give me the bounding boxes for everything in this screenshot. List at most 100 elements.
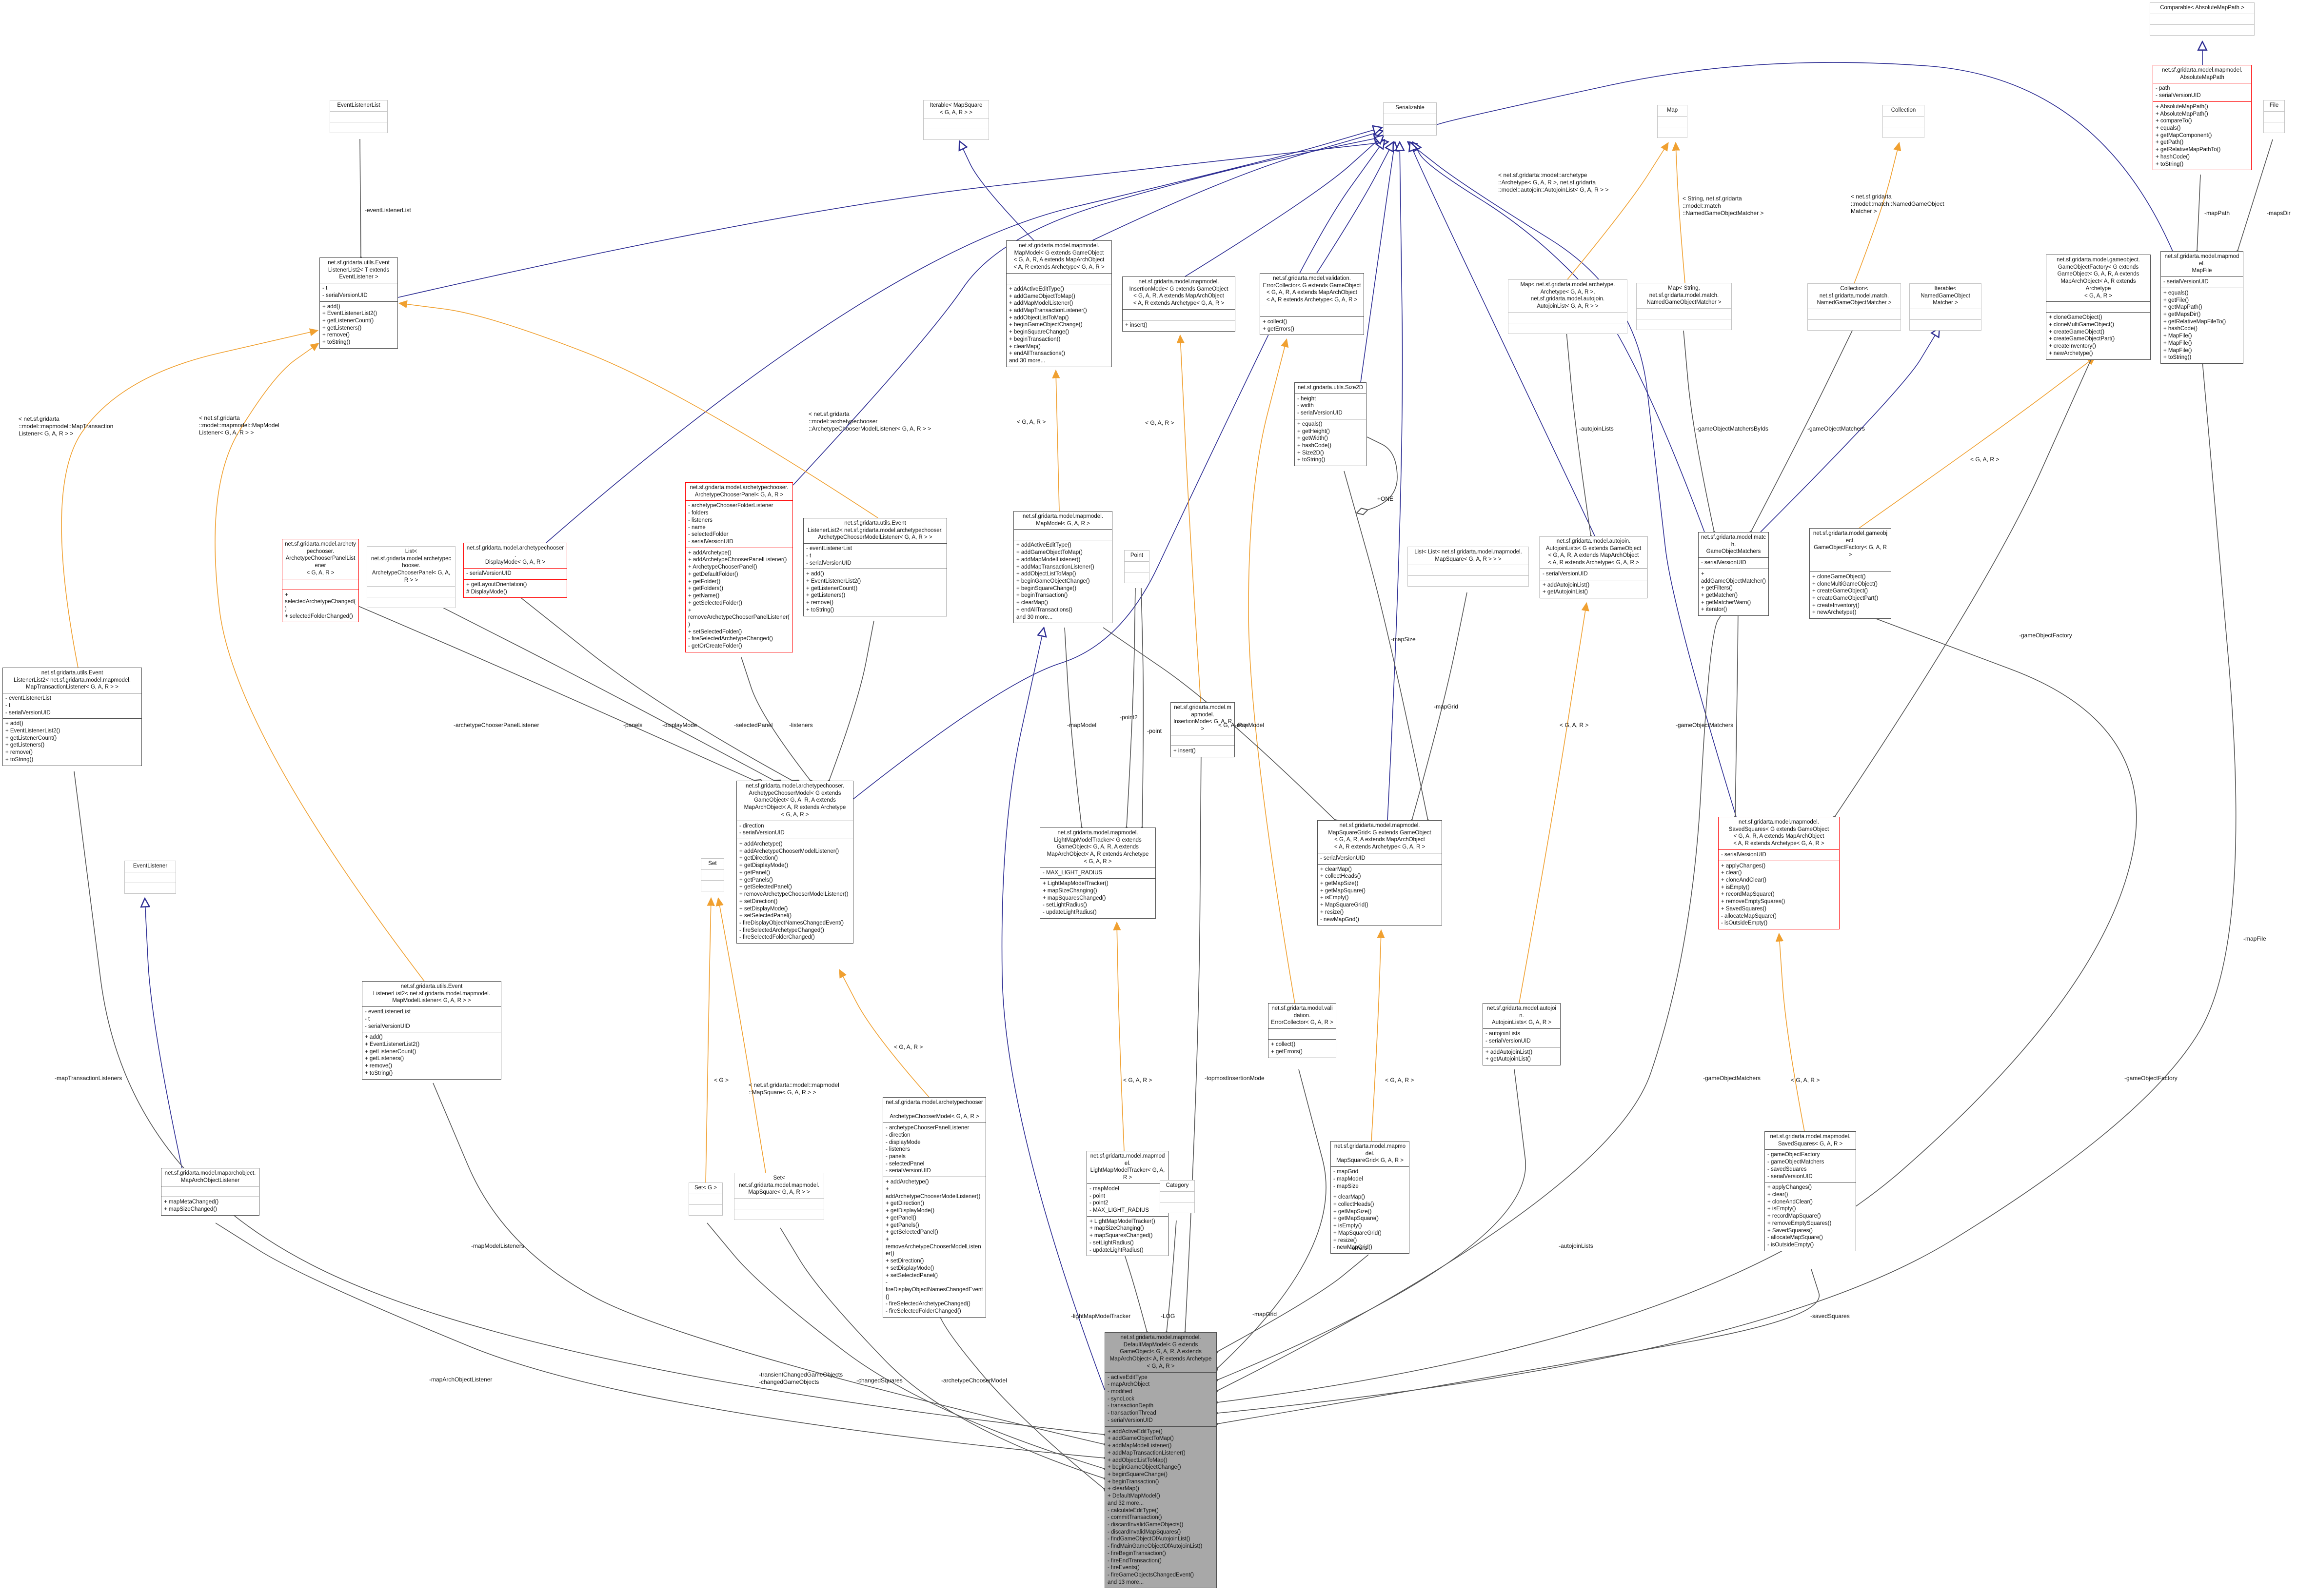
set-mapsquare-title: Set< net.sf.gridarta.model.mapmodel.MapS…	[739, 1175, 819, 1196]
map-file-class[interactable]: net.sf.gridarta.model.mapmodel.MapFile- …	[2160, 251, 2243, 364]
saved-squares-full-methods: + applyChanges()+ clear()+ cloneAndClear…	[1719, 860, 1839, 929]
set-g-class[interactable]: Set< G >	[689, 1182, 723, 1216]
edge-d13	[215, 1222, 1105, 1458]
map-model-full-class[interactable]: net.sf.gridarta.model.mapmodel.MapModel<…	[1006, 240, 1112, 367]
event-listener-class[interactable]: EventListener	[124, 861, 176, 894]
saved-squares-gar-class[interactable]: net.sf.gridarta.model.mapmodel.SavedSqua…	[1764, 1131, 1856, 1251]
set-interface-class[interactable]: Set	[701, 858, 724, 891]
map-archetype-autojoinlist-class[interactable]: Map< net.sf.gridarta.model.archetype.Arc…	[1508, 279, 1627, 334]
archetype-chooser-panel-listener-class[interactable]: net.sf.gridarta.model.archetypechooser.A…	[282, 539, 359, 623]
event-listener-methods	[125, 882, 176, 893]
set-interface-attrs	[701, 869, 724, 880]
default-map-model-title: net.sf.gridarta.model.mapmodel.DefaultMa…	[1109, 1335, 1212, 1369]
map-interface-title: Map	[1666, 107, 1678, 113]
edge-label-o14: < String, net.sf.gridarta::model::match:…	[1683, 195, 1764, 217]
edge-label-a6: -displayMode	[662, 722, 697, 729]
edge-o13	[1567, 143, 1668, 280]
event-listener-list2-t-attrs: - t- serialVersionUID	[320, 283, 397, 301]
autojoin-lists-full-class[interactable]: net.sf.gridarta.model.autojoin.AutojoinL…	[1540, 536, 1647, 599]
map-interface-class[interactable]: Map	[1657, 105, 1687, 138]
archetype-chooser-model-full-class[interactable]: net.sf.gridarta.model.archetypechooser.A…	[736, 781, 853, 944]
edge-label-o2: < net.sf.gridarta::model::mapmodel::MapM…	[199, 414, 279, 436]
category-class[interactable]: Category	[1160, 1180, 1195, 1213]
edge-label-o18: < G >	[714, 1077, 729, 1084]
list-list-mapsquare-class[interactable]: List< List< net.sf.gridarta.model.mapmod…	[1407, 547, 1529, 587]
comparable-absolutemappath-methods	[2150, 24, 2254, 35]
game-object-factory-full-title: net.sf.gridarta.model.gameobject.GameObj…	[2057, 257, 2140, 299]
autojoin-lists-gar-class[interactable]: net.sf.gridarta.model.autojoin.AutojoinL…	[1483, 1003, 1561, 1066]
archetype-chooser-model-gar-class[interactable]: net.sf.gridarta.model.archetypechooser.A…	[883, 1097, 986, 1318]
edge-a7	[741, 657, 811, 781]
game-object-factory-gar-class[interactable]: net.sf.gridarta.model.gameobject.GameObj…	[1809, 528, 1891, 619]
absolute-map-path-class[interactable]: net.sf.gridarta.model.mapmodel.AbsoluteM…	[2153, 65, 2252, 171]
map-file-title: net.sf.gridarta.model.mapmodel.MapFile	[2164, 254, 2239, 274]
edge-o19	[718, 899, 766, 1173]
point-class[interactable]: Point	[1124, 550, 1149, 583]
edge-a10b	[1141, 588, 1143, 828]
map-string-namedgameobjectmatcher-class[interactable]: Map< String, net.sf.gridarta.model.match…	[1636, 283, 1732, 331]
event-listener-list-class[interactable]: EventListenerList	[330, 100, 388, 133]
autojoin-lists-full-attrs: - serialVersionUID	[1540, 568, 1647, 580]
map-arch-object-listener-class[interactable]: net.sf.gridarta.model.maparchobject.MapA…	[161, 1168, 259, 1216]
size2d-class[interactable]: net.sf.gridarta.utils.Size2D- height- wi…	[1294, 382, 1366, 467]
list-archetype-chooser-panel-class[interactable]: List< net.sf.gridarta.model.archetypecho…	[367, 546, 455, 608]
event-listener-list2-mtl-methods: + add()+ EventListenerList2()+ getListen…	[3, 718, 141, 765]
error-collector-full-class[interactable]: net.sf.gridarta.model.validation.ErrorCo…	[1260, 273, 1364, 335]
collection-namedgameobjectmatcher-class[interactable]: Collection< net.sf.gridarta.model.match.…	[1807, 283, 1901, 331]
light-map-model-tracker-gar-class[interactable]: net.sf.gridarta.model.mapmodel.LightMapM…	[1087, 1151, 1168, 1257]
insertion-mode-gar-class[interactable]: net.sf.gridarta.model.mapmodel.Insertion…	[1170, 702, 1235, 757]
set-mapsquare-class[interactable]: Set< net.sf.gridarta.model.mapmodel.MapS…	[734, 1173, 824, 1221]
map-square-grid-gar-class[interactable]: net.sf.gridarta.model.mapmodel.MapSquare…	[1330, 1141, 1409, 1254]
edge-d4	[1185, 744, 1202, 1332]
serializable-class[interactable]: Serializable	[1383, 102, 1437, 136]
map-string-namedgameobjectmatcher-methods	[1637, 319, 1731, 330]
edge-label-d16: -archetypeChooserModel	[941, 1377, 1007, 1384]
map-square-grid-full-class[interactable]: net.sf.gridarta.model.mapmodel.MapSquare…	[1317, 820, 1442, 926]
comparable-absolutemappath-class[interactable]: Comparable< AbsoluteMapPath >	[2150, 2, 2255, 36]
iterable-mapsquare-methods	[924, 129, 989, 139]
edge-label-d9: -mapFile	[2243, 935, 2266, 942]
game-object-factory-full-class[interactable]: net.sf.gridarta.model.gameobject.GameObj…	[2046, 255, 2151, 360]
edge-label-o10: < G, A, R >	[1385, 1077, 1414, 1084]
display-mode-class[interactable]: net.sf.gridarta.model.archetypechooser.D…	[463, 543, 567, 598]
game-object-matchers-class[interactable]: net.sf.gridarta.model.match.GameObjectMa…	[1698, 532, 1769, 616]
map-interface-attrs	[1658, 116, 1687, 127]
iterable-mapsquare-title: Iterable< MapSquare< G, A, R > >	[930, 102, 983, 116]
iterable-mapsquare-class[interactable]: Iterable< MapSquare< G, A, R > >	[923, 100, 989, 140]
edge-o9	[1117, 923, 1125, 1151]
collection-interface-class[interactable]: Collection	[1882, 105, 1924, 138]
edge-e9	[1413, 143, 1705, 532]
default-map-model-class[interactable]: net.sf.gridarta.model.mapmodel.DefaultMa…	[1105, 1332, 1217, 1589]
map-model-gar-class[interactable]: net.sf.gridarta.model.mapmodel.MapModel<…	[1013, 511, 1112, 624]
edge-d5	[1217, 1069, 1327, 1368]
archetype-chooser-panel-class[interactable]: net.sf.gridarta.model.archetypechooser.A…	[685, 482, 793, 652]
edge-label-d13: -mapArchObjectListener	[429, 1376, 493, 1383]
insertion-mode-full-class[interactable]: net.sf.gridarta.model.mapmodel.Insertion…	[1122, 276, 1235, 332]
edge-a4	[341, 598, 755, 781]
default-map-model-methods: + addActiveEditType()+ addGameObjectToMa…	[1105, 1426, 1216, 1588]
edge-label-d3: -mapGrid	[1252, 1311, 1277, 1318]
edge-label-d15: -changedSquares	[856, 1377, 903, 1384]
set-mapsquare-attrs	[734, 1198, 824, 1209]
edge-label-o4: < G, A, R >	[1017, 418, 1046, 425]
light-map-model-tracker-full-class[interactable]: net.sf.gridarta.model.mapmodel.LightMapM…	[1040, 828, 1156, 919]
edge-d2	[1167, 1220, 1177, 1332]
error-collector-gar-class[interactable]: net.sf.gridarta.model.validation.ErrorCo…	[1268, 1003, 1336, 1058]
file-class[interactable]: File	[2263, 100, 2285, 133]
edge-label-a8: -listeners	[789, 722, 813, 729]
edge-label-o1: < net.sf.gridarta::model::mapmodel::MapT…	[19, 415, 114, 437]
event-listener-list-title: EventListenerList	[337, 102, 380, 108]
list-archetype-chooser-panel-title: List< net.sf.gridarta.model.archetypecho…	[371, 549, 452, 583]
error-collector-gar-attrs	[1268, 1028, 1336, 1039]
error-collector-full-methods: + collect()+ getErrors()	[1260, 316, 1364, 335]
category-attrs	[1160, 1191, 1194, 1202]
saved-squares-full-attrs: - serialVersionUID	[1719, 849, 1839, 861]
edge-label-d6: -autojoinLists	[1559, 1242, 1593, 1249]
saved-squares-full-class[interactable]: net.sf.gridarta.model.mapmodel.SavedSqua…	[1718, 817, 1840, 930]
comparable-absolutemappath-attrs	[2150, 13, 2254, 24]
